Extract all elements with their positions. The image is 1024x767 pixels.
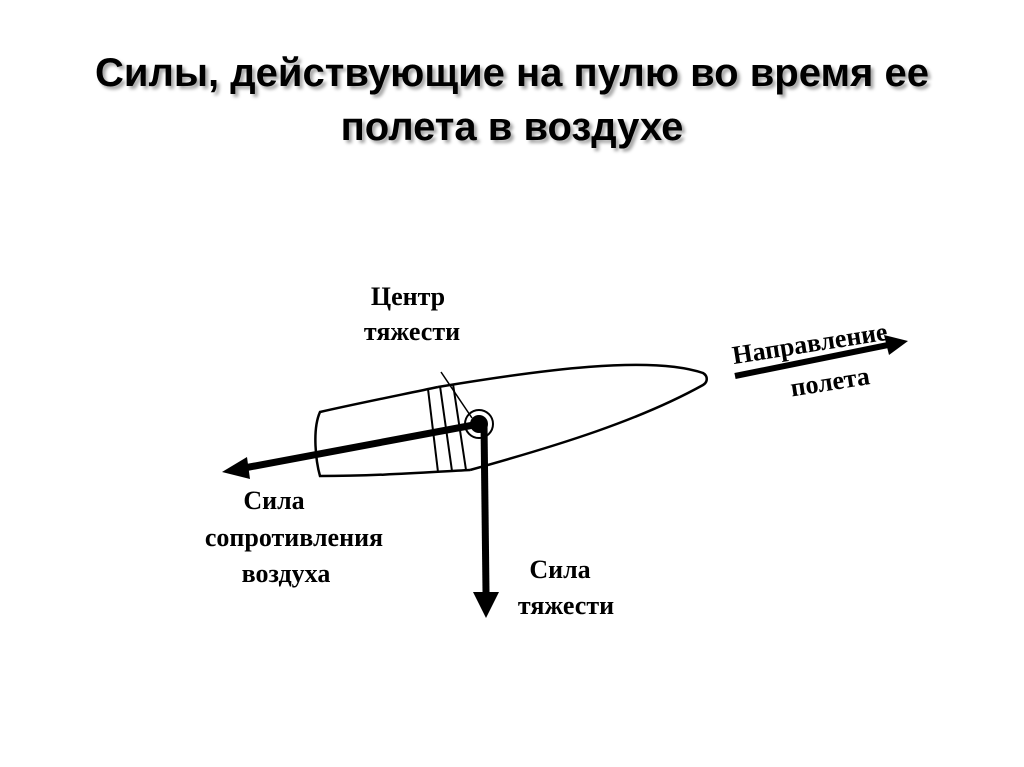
center-leader-line bbox=[440, 371, 473, 419]
air-resistance-arrow-shaft bbox=[243, 420, 480, 472]
direction-label-line-2: полета bbox=[788, 361, 871, 402]
gravity-label-line-2: тяжести bbox=[518, 591, 614, 620]
direction-label: Направление полета bbox=[730, 317, 889, 402]
drag-label-line-1: Сила bbox=[243, 486, 304, 515]
flight-direction-arrow-shaft bbox=[734, 342, 889, 379]
gravity-label-line-1: Сила bbox=[529, 555, 590, 584]
gravity-arrowhead bbox=[473, 592, 499, 618]
gravity-arrow-shaft bbox=[480, 423, 490, 593]
title-line-2: полета в воздухе bbox=[340, 105, 684, 149]
flight-direction-arrowhead bbox=[884, 335, 908, 355]
center-label-line-1: Центр bbox=[371, 282, 445, 311]
drag-label-line-3: воздуха bbox=[242, 559, 331, 588]
bullet-nose bbox=[437, 363, 708, 472]
page-title: Силы, действующие на пулю во время ее по… bbox=[0, 46, 1024, 154]
air-resistance-arrowhead bbox=[222, 457, 250, 479]
title-line-1: Силы, действующие на пулю во время ее bbox=[94, 51, 929, 95]
drag-label-line-2: сопротивления bbox=[205, 523, 383, 552]
center-label-line-2: тяжести bbox=[364, 317, 460, 346]
